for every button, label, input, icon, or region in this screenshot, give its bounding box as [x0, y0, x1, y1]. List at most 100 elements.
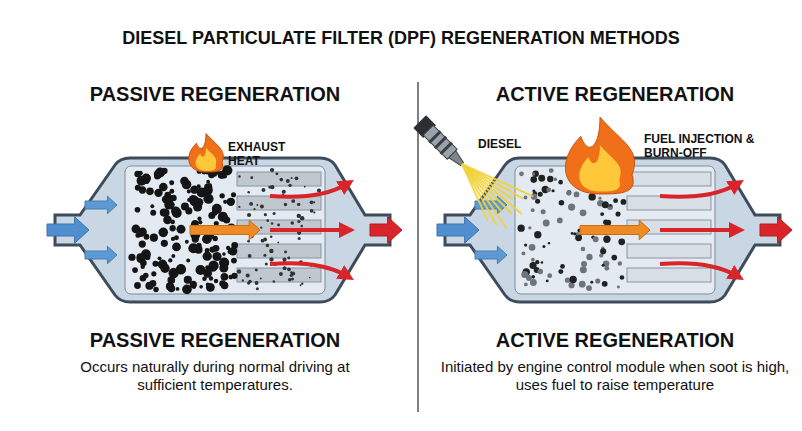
- soot-particle: [560, 264, 565, 269]
- soot-particle: [609, 204, 612, 207]
- flame-icon: [565, 117, 634, 194]
- section-heading: ACTIVE REGENERATION: [430, 328, 800, 352]
- soot-particle: [295, 176, 299, 180]
- soot-particle: [598, 197, 601, 200]
- soot-particle: [269, 257, 273, 261]
- soot-particle: [310, 209, 314, 213]
- soot-particle: [519, 171, 524, 176]
- soot-particle: [595, 278, 600, 283]
- callout-label: EXHAUST HEAT: [228, 140, 308, 169]
- soot-particle: [131, 225, 140, 234]
- flow-arrow: [580, 220, 650, 240]
- soot-particle: [219, 213, 228, 222]
- soot-particle: [571, 232, 574, 235]
- soot-particle: [524, 283, 528, 287]
- soot-particle: [535, 260, 539, 264]
- soot-particle: [600, 212, 604, 216]
- soot-particle: [214, 279, 219, 284]
- soot-particle: [172, 243, 181, 252]
- soot-particle: [618, 261, 623, 266]
- soot-particle: [286, 179, 290, 183]
- soot-particle: [313, 211, 315, 213]
- soot-particle: [548, 242, 550, 244]
- soot-particle: [151, 271, 156, 276]
- soot-particle: [168, 258, 172, 262]
- soot-particle: [263, 254, 266, 257]
- soot-particle: [580, 266, 587, 273]
- soot-particle: [161, 168, 167, 174]
- soot-particle: [146, 188, 154, 196]
- soot-particle: [150, 204, 154, 208]
- soot-particle: [280, 178, 284, 182]
- flow-arrow: [437, 217, 479, 243]
- soot-particle: [535, 199, 540, 204]
- soot-particle: [202, 277, 207, 282]
- dpf-filter: [47, 158, 402, 302]
- soot-particle: [567, 190, 572, 195]
- soot-particle: [615, 211, 620, 216]
- callout-label: DIESEL: [478, 137, 548, 151]
- soot-particle: [238, 175, 240, 177]
- soot-particle: [145, 255, 150, 260]
- soot-particle: [189, 195, 198, 204]
- soot-particle: [142, 179, 146, 183]
- soot-particle: [246, 274, 250, 278]
- soot-particle: [558, 269, 563, 274]
- soot-particle: [265, 263, 268, 266]
- soot-particle: [264, 213, 267, 216]
- soot-particle: [559, 200, 565, 206]
- soot-particle: [161, 240, 168, 247]
- soot-particle: [593, 236, 599, 242]
- soot-particle: [558, 180, 563, 185]
- soot-particle: [160, 208, 168, 216]
- flow-arrow: [47, 217, 89, 243]
- soot-particle: [574, 192, 580, 198]
- soot-particle: [140, 275, 147, 282]
- flow-arrow: [760, 217, 792, 243]
- soot-particle: [565, 278, 570, 283]
- soot-particle: [568, 203, 575, 210]
- soot-particle: [300, 216, 304, 220]
- soot-particle: [532, 189, 535, 192]
- soot-particle: [152, 261, 158, 267]
- soot-particle: [538, 175, 545, 182]
- soot-particle: [605, 262, 609, 266]
- soot-particle: [176, 225, 185, 234]
- soot-particle: [221, 273, 229, 281]
- soot-particle: [158, 228, 168, 238]
- soot-particle: [531, 258, 535, 262]
- soot-particle: [132, 267, 138, 273]
- soot-particle: [231, 192, 236, 197]
- soot-particle: [181, 202, 189, 210]
- soot-particle: [237, 269, 241, 273]
- soot-particle: [543, 220, 550, 227]
- soot-particle: [580, 209, 587, 216]
- soot-particle: [128, 254, 135, 261]
- flow-arrow: [85, 196, 117, 214]
- soot-particle: [530, 279, 537, 286]
- soot-particle: [253, 208, 255, 210]
- soot-particle: [613, 198, 618, 203]
- soot-particle: [301, 282, 303, 284]
- soot-particle: [248, 280, 252, 284]
- soot-particle: [590, 281, 593, 284]
- soot-particle: [136, 253, 144, 261]
- soot-particle: [566, 191, 571, 196]
- soot-particle: [231, 258, 237, 264]
- soot-particle: [304, 186, 306, 188]
- soot-particle: [150, 210, 156, 216]
- soot-particle: [260, 205, 264, 209]
- soot-particle: [524, 244, 527, 247]
- soot-particle: [228, 275, 233, 280]
- soot-particle: [206, 180, 210, 184]
- soot-particle: [547, 176, 553, 182]
- soot-particle: [227, 198, 235, 206]
- soot-particle: [621, 199, 627, 205]
- soot-particle: [541, 209, 546, 214]
- soot-particle: [530, 176, 537, 183]
- filter-housing: [55, 158, 390, 302]
- callout-label: FUEL INJECTION & BURN-OFF: [644, 132, 794, 161]
- soot-particle: [277, 242, 279, 244]
- soot-particle: [273, 212, 276, 215]
- soot-particle: [268, 185, 271, 188]
